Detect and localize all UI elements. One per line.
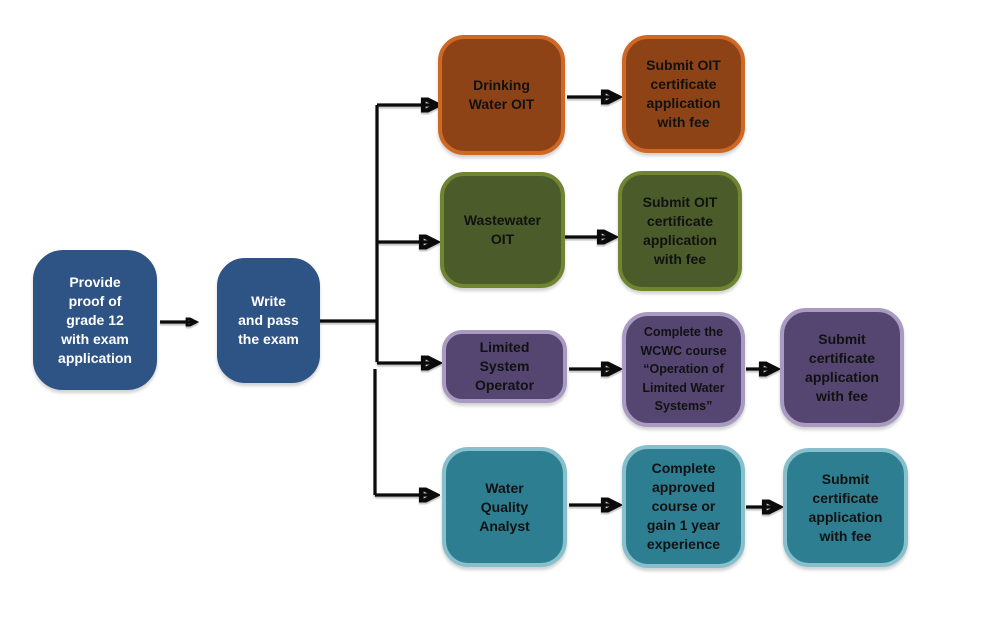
node-submit-oit-wastewater: Submit OIT certificate application with …	[618, 171, 742, 291]
node-limited-system-operator: Limited System Operator	[442, 330, 567, 403]
node-submit-cert-water-quality: Submit certificate application with fee	[783, 448, 908, 567]
node-submit-cert-limited-system: Submit certificate application with fee	[780, 308, 904, 427]
node-drinking-water-oit: Drinking Water OIT	[438, 35, 565, 155]
node-wastewater-oit: Wastewater OIT	[440, 172, 565, 288]
node-wcwc-course: Complete the WCWC course “Operation of L…	[622, 312, 745, 427]
node-provide-proof: Provide proof of grade 12 with exam appl…	[33, 250, 157, 390]
node-submit-oit-drinking-water: Submit OIT certificate application with …	[622, 35, 745, 153]
node-water-quality-analyst: Water Quality Analyst	[442, 447, 567, 567]
node-write-exam: Write and pass the exam	[217, 258, 320, 383]
node-approved-course: Complete approved course or gain 1 year …	[622, 445, 745, 568]
